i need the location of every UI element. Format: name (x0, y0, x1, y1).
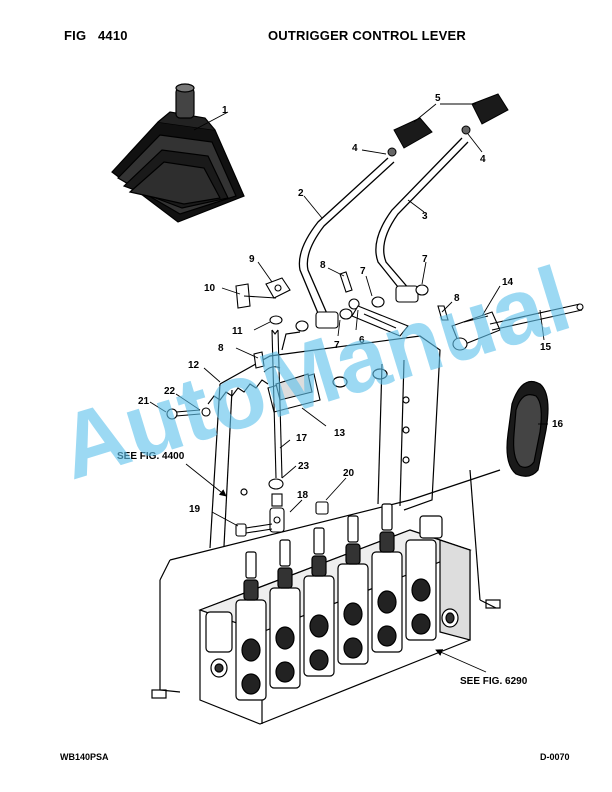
lever-knob-parts (387, 93, 509, 157)
control-levers (298, 137, 469, 319)
callout-15: 15 (540, 342, 552, 353)
callout-3: 3 (422, 211, 428, 222)
linkage-plate (451, 303, 584, 351)
callout-8b: 8 (454, 293, 460, 304)
callout-18: 18 (297, 490, 309, 501)
callout-4a: 4 (352, 143, 358, 154)
callout-5: 5 (435, 93, 441, 104)
callout-16: 16 (552, 419, 564, 430)
callout-11: 11 (232, 326, 243, 337)
callout-9: 9 (249, 254, 255, 265)
control-valve-block (198, 503, 472, 725)
figure-number: 4410 (98, 28, 128, 43)
callout-4b: 4 (480, 154, 486, 165)
callout-7c: 7 (334, 340, 340, 351)
callout-7a: 7 (360, 266, 366, 277)
callout-12: 12 (188, 360, 200, 371)
gasket-part (506, 380, 549, 477)
pins (253, 271, 449, 369)
bolt-and-nut (235, 501, 329, 537)
drawing-code: D-0070 (540, 752, 570, 762)
model-code: WB140PSA (60, 752, 109, 762)
callout-10: 10 (204, 283, 216, 294)
callout-17: 17 (296, 433, 308, 444)
bolt-and-washer (166, 407, 211, 420)
callout-numbers: 1 5 4 4 2 3 9 8 7 7 10 14 8 11 6 7 15 8 … (138, 93, 564, 515)
callout-23: 23 (298, 461, 310, 472)
callout-7b: 7 (422, 254, 428, 265)
callout-20: 20 (343, 468, 355, 479)
clevis-and-clip (235, 277, 291, 309)
callout-6: 6 (359, 335, 365, 346)
figure-title: OUTRIGGER CONTROL LEVER (268, 28, 466, 43)
control-rod (268, 315, 285, 533)
lever-bracket (351, 305, 409, 337)
callout-21: 21 (138, 396, 150, 407)
callout-14: 14 (502, 277, 514, 288)
callout-2: 2 (298, 188, 304, 199)
callout-13: 13 (334, 428, 346, 439)
callout-19: 19 (189, 504, 201, 515)
callout-8a: 8 (320, 260, 326, 271)
leader-lines (149, 103, 548, 673)
callout-1: 1 (222, 105, 228, 116)
lever-hubs (295, 284, 429, 332)
reference-fig-4400: SEE FIG. 4400 (117, 451, 185, 462)
return-spring (207, 366, 281, 405)
callout-22: 22 (164, 386, 176, 397)
rubber-boot-part (111, 83, 245, 223)
pivot-bracket (267, 373, 321, 413)
figure-label: FIG (64, 28, 87, 43)
callout-8c: 8 (218, 343, 224, 354)
reference-fig-6290: SEE FIG. 6290 (460, 676, 528, 687)
